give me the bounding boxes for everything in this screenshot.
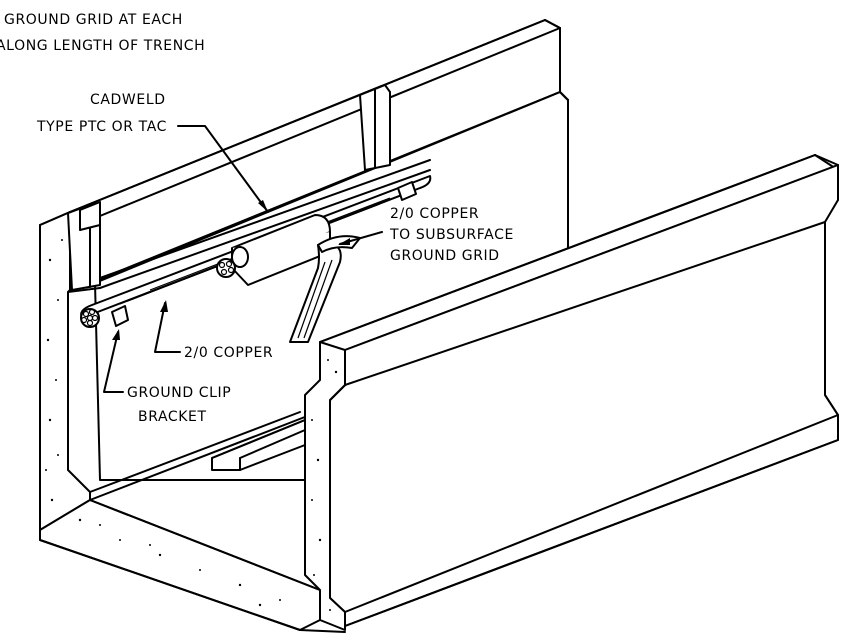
- rail-joint-blocks: [67, 84, 391, 291]
- label-copper-grid-line1: 2/0 COPPER: [390, 206, 479, 222]
- label-cadweld-line2: TYPE PTC OR TAC: [36, 119, 167, 135]
- copper-cut-end: [216, 258, 236, 278]
- label-copper-grid-line3: GROUND GRID: [390, 248, 500, 264]
- concrete-stipple: [45, 239, 338, 611]
- label-clip-line1: GROUND CLIP: [127, 385, 231, 401]
- label-copper-grid-line2: TO SUBSURFACE: [389, 227, 514, 243]
- label-clip-line2: BRACKET: [138, 409, 207, 425]
- right-wall-section: [304, 341, 346, 631]
- label-cadweld-line1: CADWELD: [90, 92, 166, 108]
- label-copper-main: 2/0 COPPER: [184, 345, 273, 361]
- cadweld-connector: [231, 214, 331, 286]
- cable-shelf-ledge: [67, 159, 431, 293]
- right-wall: [319, 154, 839, 627]
- ground-clip-bracket: [111, 181, 417, 327]
- label-top-line2: ALONG LENGTH OF TRENCH: [0, 38, 205, 54]
- label-top-line1: GROUND GRID AT EACH: [4, 12, 183, 28]
- leader-lines: [103, 125, 383, 393]
- left-wall-top-cap: [69, 19, 561, 284]
